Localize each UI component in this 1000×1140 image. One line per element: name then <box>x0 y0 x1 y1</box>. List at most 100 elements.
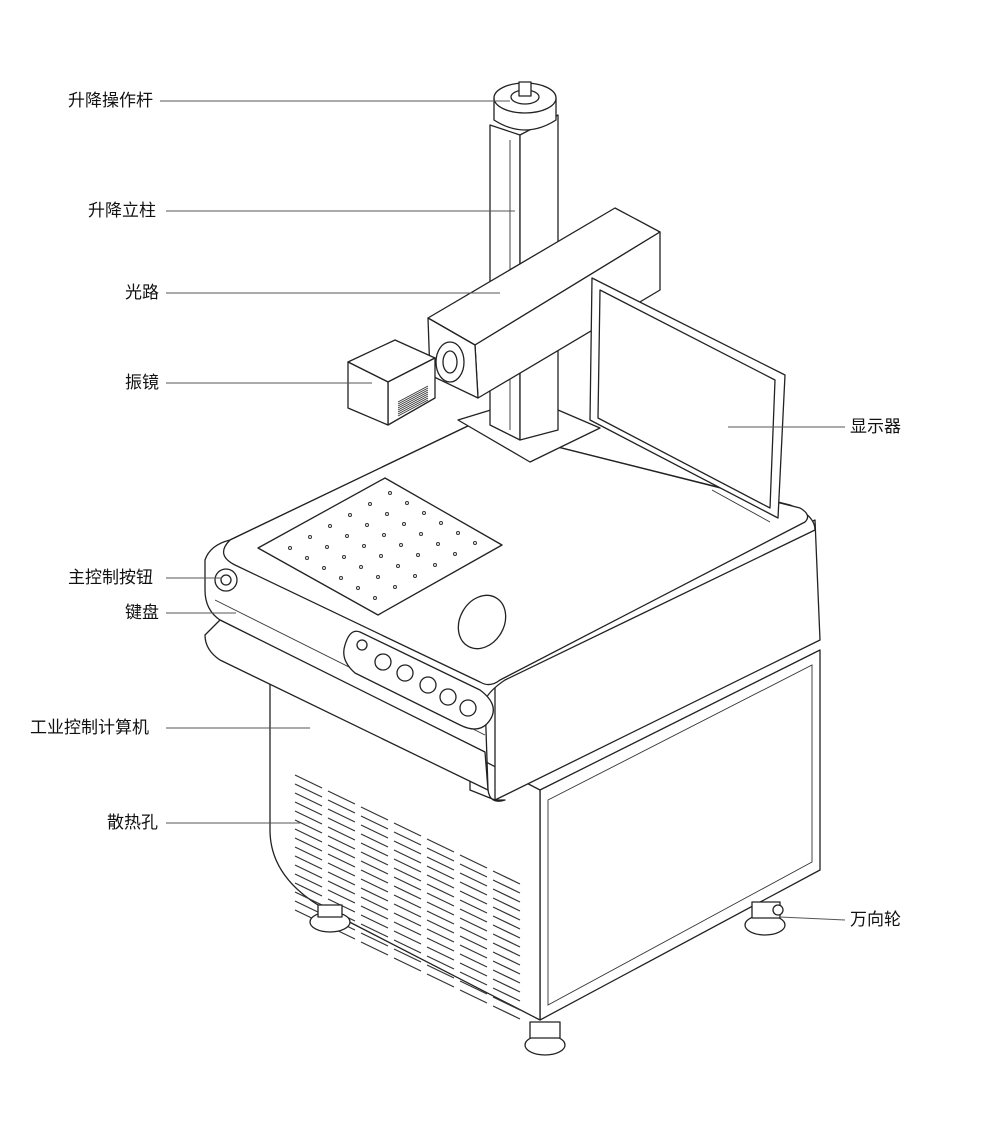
vent-slot <box>459 989 488 1004</box>
vent-slot <box>459 944 488 959</box>
vent-slot <box>492 879 521 894</box>
vent-slot <box>492 996 521 1011</box>
plate-hole <box>396 564 400 568</box>
plate-hole <box>385 512 389 516</box>
vent-slot <box>393 840 422 855</box>
plate-hole <box>339 576 343 580</box>
vent-slot <box>492 870 521 885</box>
vent-slot <box>492 906 521 921</box>
plate-hole <box>388 491 392 495</box>
plate-hole <box>405 501 409 505</box>
plate-hole <box>359 565 363 569</box>
plate-hole <box>342 555 346 559</box>
vent-slot <box>360 923 389 938</box>
vent-slot <box>492 1005 521 1020</box>
vent-slot <box>393 948 422 963</box>
plate-hole <box>393 585 397 589</box>
plate-hole <box>473 541 477 545</box>
vent-slot <box>459 953 488 968</box>
vent-holes <box>294 774 521 1020</box>
vent-slot <box>459 962 488 977</box>
vent-slot <box>327 817 356 832</box>
plate-hole <box>456 531 460 535</box>
vent-slot <box>492 897 521 912</box>
vent-slot <box>327 853 356 868</box>
plate-hole <box>376 575 380 579</box>
vent-slot <box>492 978 521 993</box>
cabinet <box>269 649 821 1021</box>
vent-slot <box>360 905 389 920</box>
vent-slot <box>459 854 488 869</box>
vent-slot <box>294 774 323 789</box>
label-ipc: 工业控制计算机 <box>30 718 149 738</box>
plate-hole <box>453 552 457 556</box>
vent-slot <box>327 808 356 823</box>
vent-slot <box>459 881 488 896</box>
vent-slot <box>294 846 323 861</box>
vent-slot <box>459 890 488 905</box>
work-plate <box>257 477 503 616</box>
vent-slot <box>426 874 455 889</box>
plate-hole <box>373 596 377 600</box>
vent-slot <box>393 894 422 909</box>
vent-slot <box>327 871 356 886</box>
vent-slot <box>492 987 521 1002</box>
vent-slot <box>360 860 389 875</box>
vent-slot <box>327 799 356 814</box>
vent-slot <box>360 914 389 929</box>
vent-slot <box>426 856 455 871</box>
label-keyboard: 键盘 <box>125 603 159 623</box>
vent-slot <box>393 876 422 891</box>
vent-slot <box>327 880 356 895</box>
vent-slot <box>426 910 455 925</box>
vent-slot <box>393 930 422 945</box>
plate-hole <box>368 502 372 506</box>
vent-slot <box>327 835 356 850</box>
vent-slot <box>360 941 389 956</box>
label-optical-path: 光路 <box>125 283 159 303</box>
plate-hole <box>402 522 406 526</box>
vent-slot <box>294 855 323 870</box>
plate-hole <box>356 586 360 590</box>
vent-slot <box>459 917 488 932</box>
vent-slot <box>492 951 521 966</box>
vent-slot <box>294 810 323 825</box>
plate-hole <box>362 544 366 548</box>
vent-slot <box>426 946 455 961</box>
optical-path-beam <box>427 207 661 399</box>
label-casters: 万向轮 <box>850 910 901 930</box>
vent-slot <box>294 864 323 879</box>
galvo-fin <box>397 391 429 409</box>
plate-hole <box>325 545 329 549</box>
vent-slot <box>360 896 389 911</box>
vent-slot <box>360 878 389 893</box>
monitor <box>589 277 786 523</box>
vent-slot <box>459 863 488 878</box>
vent-slot <box>459 926 488 941</box>
plate-hole <box>439 521 443 525</box>
vent-slot <box>459 980 488 995</box>
leader-lines <box>160 100 846 921</box>
galvo-fin <box>397 385 429 403</box>
mouse <box>457 594 507 650</box>
lift-handle <box>493 81 557 131</box>
vent-slot <box>426 883 455 898</box>
vent-slot <box>393 939 422 954</box>
vent-slot <box>426 847 455 862</box>
plate-hole <box>379 554 383 558</box>
plate-hole <box>419 532 423 536</box>
galvo-head <box>347 339 436 426</box>
vent-slot <box>393 903 422 918</box>
label-lift-column: 升降立柱 <box>88 201 156 221</box>
vent-slot <box>294 873 323 888</box>
vent-slot <box>426 865 455 880</box>
vent-slot <box>393 822 422 837</box>
plate-hole <box>416 553 420 557</box>
galvo-fin <box>397 393 429 411</box>
vent-slot <box>492 888 521 903</box>
label-lift-handle: 升降操作杆 <box>68 91 153 111</box>
plate-hole <box>365 523 369 527</box>
vent-slot <box>327 862 356 877</box>
